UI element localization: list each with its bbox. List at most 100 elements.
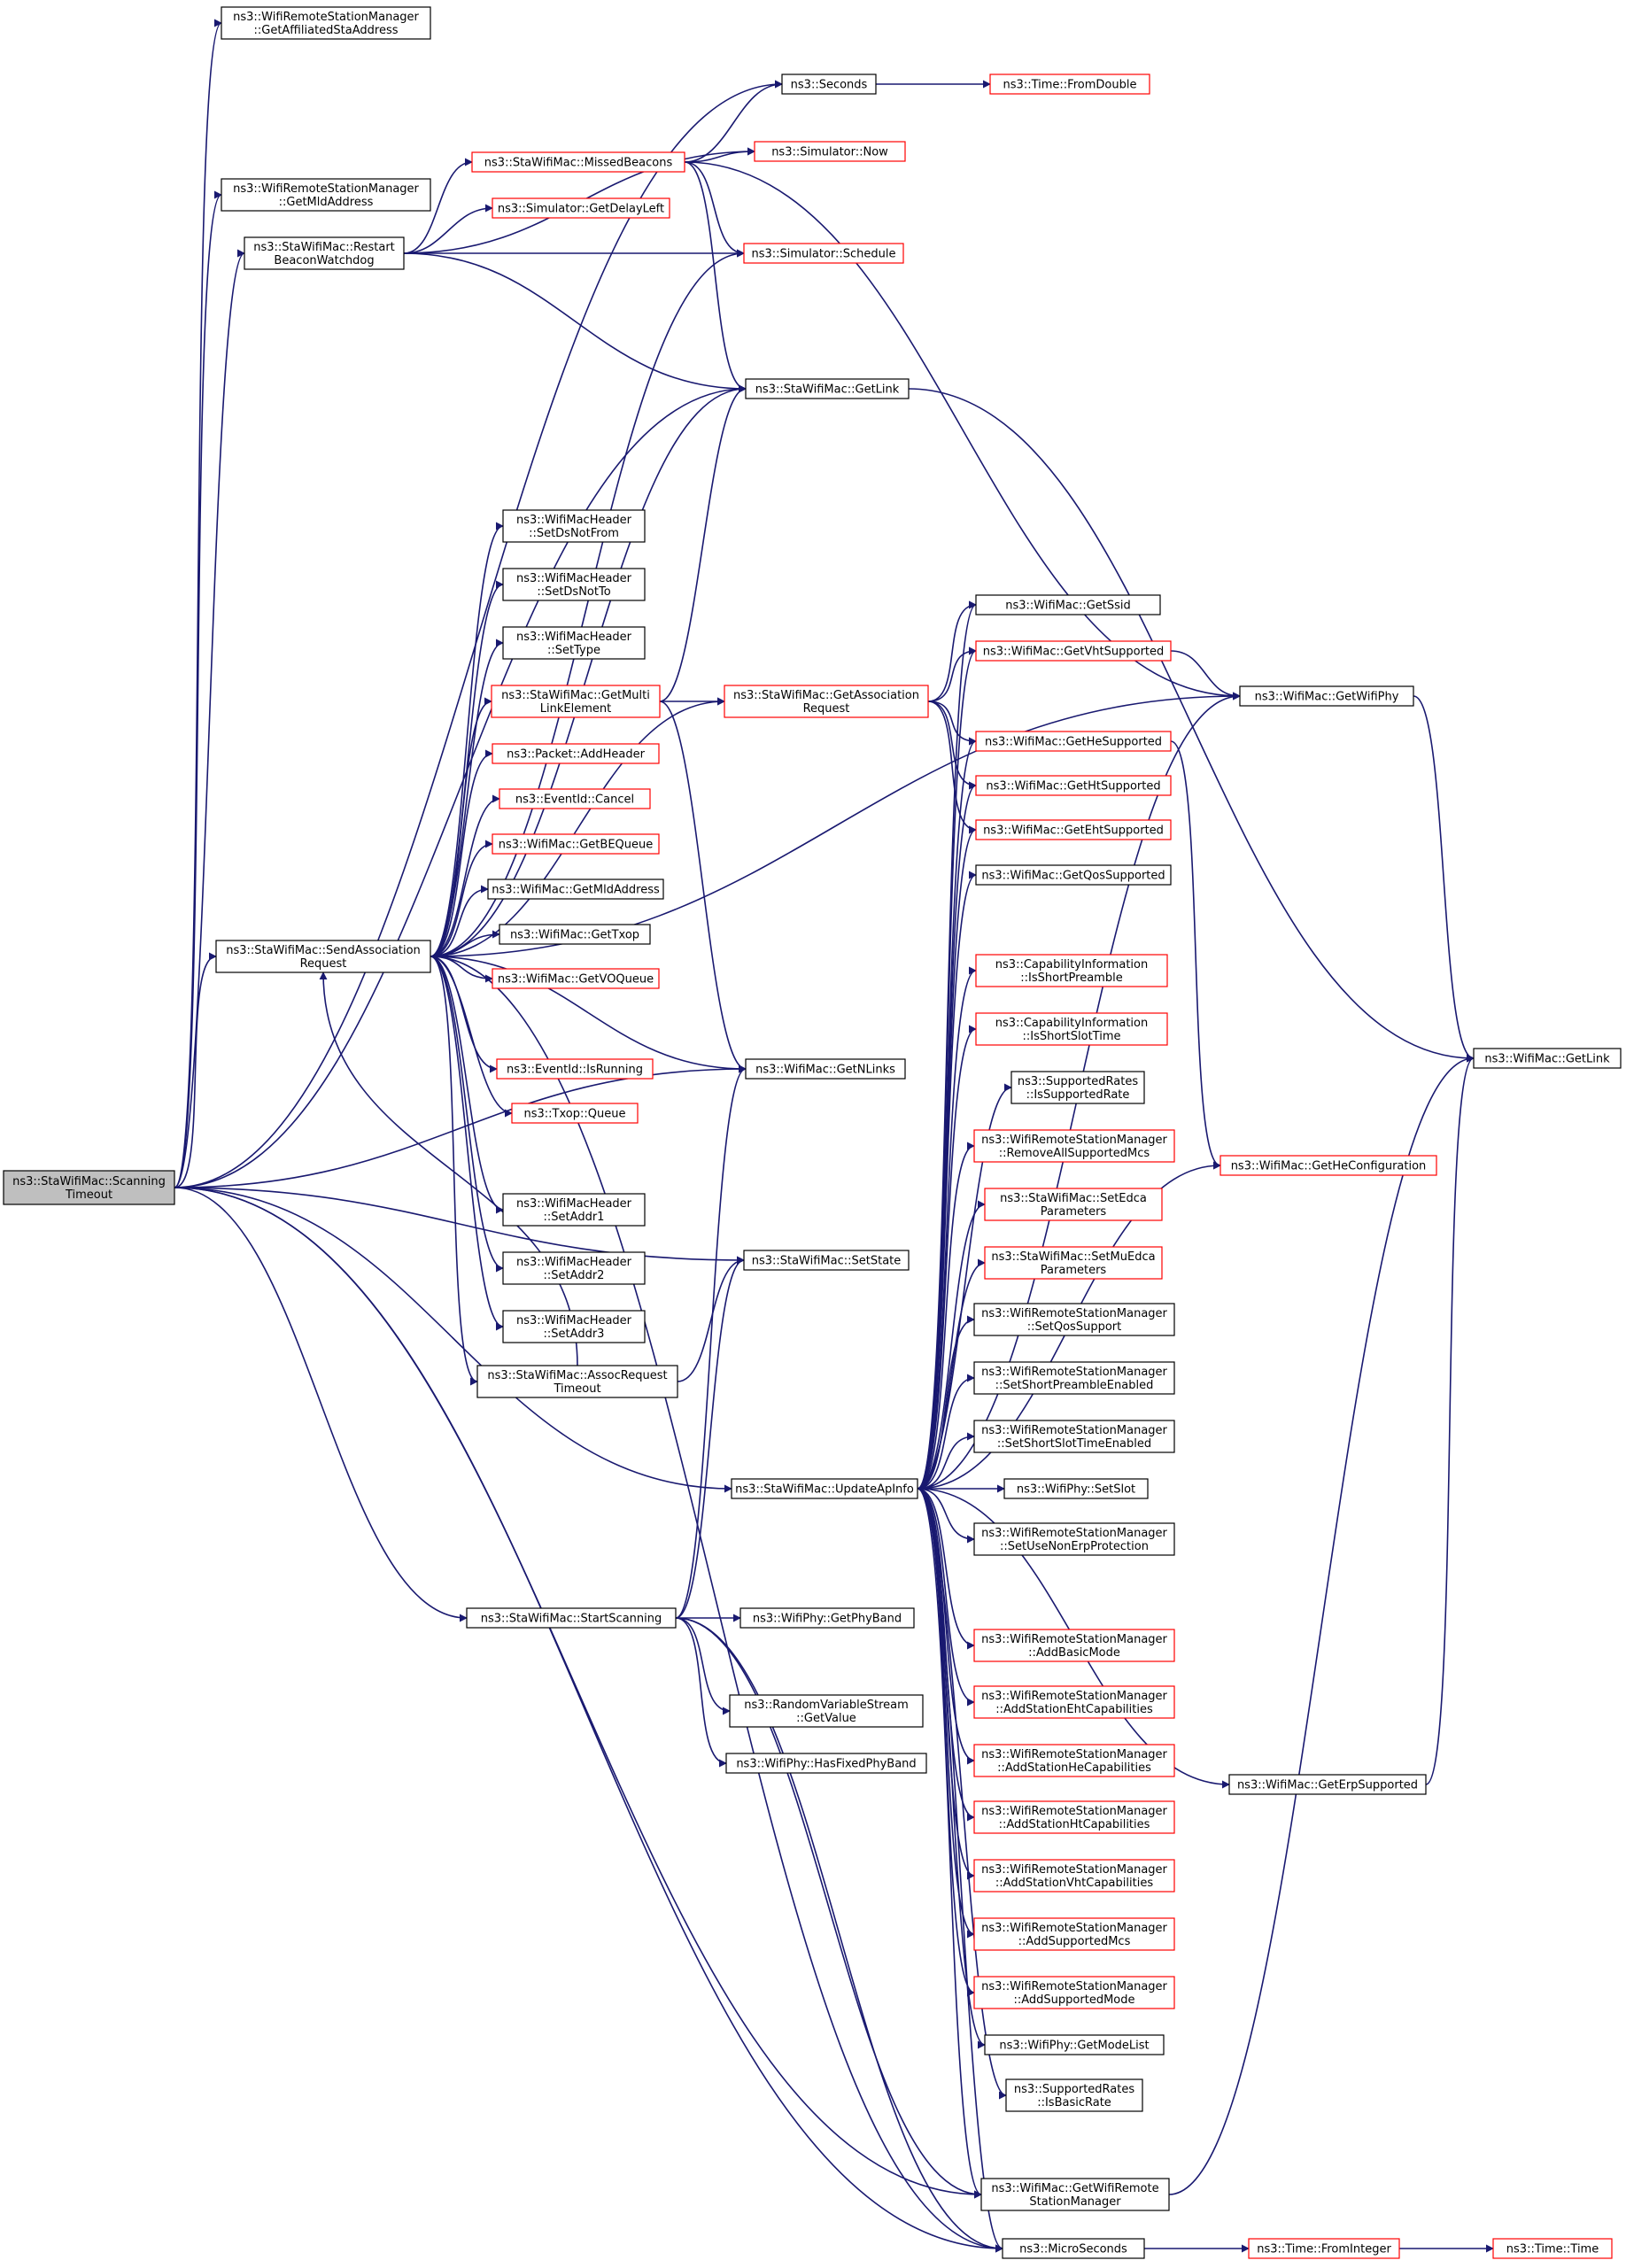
node-label: ns3::WifiPhy::GetPhyBand: [753, 1613, 902, 1626]
node-get-wifi-remote-station-manager[interactable]: ns3::WifiMac::GetWifiRemoteStationManage…: [980, 2178, 1170, 2211]
node-eventid-is-running[interactable]: ns3::EventId::IsRunning: [496, 1058, 654, 1080]
node-simulator-schedule[interactable]: ns3::Simulator::Schedule: [743, 243, 904, 264]
node-get-phy-band[interactable]: ns3::WifiPhy::GetPhyBand: [739, 1607, 915, 1629]
node-set-short-slot-time-enabled[interactable]: ns3::WifiRemoteStationManager::SetShortS…: [973, 1420, 1175, 1453]
node-set-ds-not-to[interactable]: ns3::WifiMacHeader::SetDsNotTo: [502, 568, 646, 601]
node-label: ns3::WifiMac::GetWifiPhy: [1255, 691, 1399, 704]
node-add-basic-mode[interactable]: ns3::WifiRemoteStationManager::AddBasicM…: [973, 1629, 1175, 1662]
node-get-he-supported[interactable]: ns3::WifiMac::GetHeSupported: [975, 731, 1172, 752]
node-set-use-non-erp-protection[interactable]: ns3::WifiRemoteStationManager::SetUseNon…: [973, 1522, 1175, 1556]
node-set-ds-not-from[interactable]: ns3::WifiMacHeader::SetDsNotFrom: [502, 509, 646, 543]
node-simulator-now[interactable]: ns3::Simulator::Now: [754, 141, 906, 162]
node-box: [973, 1859, 1175, 1893]
node-is-short-preamble[interactable]: ns3::CapabilityInformation::IsShortPream…: [975, 954, 1168, 987]
node-box: [1220, 1155, 1437, 1176]
node-add-supported-mcs[interactable]: ns3::WifiRemoteStationManager::AddSuppor…: [973, 1917, 1175, 1951]
node-time-from-integer[interactable]: ns3::Time::FromInteger: [1248, 2238, 1400, 2259]
node-get-he-configuration[interactable]: ns3::WifiMac::GetHeConfiguration: [1220, 1155, 1437, 1176]
node-set-short-preamble-enabled[interactable]: ns3::WifiRemoteStationManager::SetShortP…: [973, 1361, 1175, 1395]
node-time-from-double[interactable]: ns3::Time::FromDouble: [989, 74, 1150, 95]
node-missed-beacons[interactable]: ns3::StaWifiMac::MissedBeacons: [471, 151, 685, 173]
node-set-addr3[interactable]: ns3::WifiMacHeader::SetAddr3: [502, 1310, 646, 1343]
node-label: ns3::WifiMacHeader: [516, 631, 632, 644]
node-label: ns3::SupportedRates: [1018, 1075, 1138, 1088]
node-get-vo-queue[interactable]: ns3::WifiMac::GetVOQueue: [492, 968, 660, 989]
node-label: Timeout: [553, 1382, 600, 1396]
node-add-supported-mode[interactable]: ns3::WifiRemoteStationManager::AddSuppor…: [973, 1976, 1175, 2009]
node-get-n-links[interactable]: ns3::WifiMac::GetNLinks: [745, 1058, 906, 1080]
node-add-station-ht-capabilities[interactable]: ns3::WifiRemoteStationManager::AddStatio…: [973, 1800, 1175, 1834]
node-add-station-he-capabilities[interactable]: ns3::WifiRemoteStationManager::AddStatio…: [973, 1744, 1175, 1777]
node-txop-queue[interactable]: ns3::Txop::Queue: [511, 1103, 639, 1124]
call-edge-sta_get_link-to-mac_get_link: [908, 388, 1475, 1063]
node-get-erp-supported[interactable]: ns3::WifiMac::GetErpSupported: [1228, 1774, 1427, 1795]
node-random-variable-get-value[interactable]: ns3::RandomVariableStream::GetValue: [729, 1694, 924, 1728]
node-is-basic-rate[interactable]: ns3::SupportedRates::IsBasicRate: [1005, 2078, 1143, 2112]
call-edge-update_ap_info-to-add_station_eht_capabilities: [917, 1488, 975, 1707]
node-seconds[interactable]: ns3::Seconds: [781, 74, 877, 95]
node-add-station-eht-capabilities[interactable]: ns3::WifiRemoteStationManager::AddStatio…: [973, 1685, 1175, 1719]
node-get-ssid[interactable]: ns3::WifiMac::GetSsid: [975, 594, 1161, 615]
node-update-ap-info[interactable]: ns3::StaWifiMac::UpdateApInfo: [731, 1478, 918, 1499]
node-box: [502, 1193, 646, 1227]
node-has-fixed-phy-band[interactable]: ns3::WifiPhy::HasFixedPhyBand: [725, 1753, 927, 1774]
node-box: [973, 1744, 1175, 1777]
call-edge-restart_beacon_watchdog-to-simulator_get_delay_left: [403, 204, 493, 254]
node-label: ns3::WifiRemoteStationManager: [981, 1748, 1167, 1761]
node-label: ns3::WifiRemoteStationManager: [981, 1134, 1167, 1147]
node-packet-add-header[interactable]: ns3::Packet::AddHeader: [492, 743, 660, 764]
node-set-qos-support[interactable]: ns3::WifiRemoteStationManager::SetQosSup…: [973, 1303, 1175, 1336]
node-get-be-queue[interactable]: ns3::WifiMac::GetBEQueue: [492, 833, 660, 855]
node-set-type[interactable]: ns3::WifiMacHeader::SetType: [502, 626, 646, 660]
node-get-ht-supported[interactable]: ns3::WifiMac::GetHtSupported: [975, 775, 1172, 796]
node-label: ns3::WifiMac::GetEhtSupported: [983, 824, 1164, 838]
call-edge-scanning_timeout-to-micro_seconds: [174, 1187, 1003, 2253]
node-add-station-vht-capabilities[interactable]: ns3::WifiRemoteStationManager::AddStatio…: [973, 1859, 1175, 1893]
node-time-time[interactable]: ns3::Time::Time: [1492, 2238, 1613, 2259]
node-get-eht-supported[interactable]: ns3::WifiMac::GetEhtSupported: [975, 819, 1172, 840]
call-edge-get_erp_supported-to-mac_get_link: [1425, 1054, 1475, 1785]
node-rsm-get-mld-address[interactable]: ns3::WifiRemoteStationManager::GetMldAdd…: [221, 178, 431, 212]
node-label: ns3::WifiMac::GetHeConfiguration: [1231, 1160, 1427, 1173]
node-sta-get-link[interactable]: ns3::StaWifiMac::GetLink: [745, 378, 910, 399]
call-edge-missed_beacons-to-get_wifi_phy: [684, 161, 1241, 701]
node-remove-all-supported-mcs[interactable]: ns3::WifiRemoteStationManager::RemoveAll…: [973, 1129, 1175, 1163]
node-get-qos-supported[interactable]: ns3::WifiMac::GetQosSupported: [975, 864, 1172, 886]
node-label: ns3::WifiMac::GetVhtSupported: [983, 646, 1165, 659]
call-edge-get_multi_link_element-to-get_n_links: [659, 701, 747, 1073]
call-edge-scanning_timeout-to-get_n_links: [174, 1064, 747, 1188]
node-get-vht-supported[interactable]: ns3::WifiMac::GetVhtSupported: [975, 640, 1172, 662]
node-get-txop[interactable]: ns3::WifiMac::GetTxop: [499, 924, 651, 945]
node-mac-get-link[interactable]: ns3::WifiMac::GetLink: [1473, 1048, 1622, 1069]
node-micro-seconds[interactable]: ns3::MicroSeconds: [1002, 2238, 1145, 2259]
node-eventid-cancel[interactable]: ns3::EventId::Cancel: [499, 788, 651, 809]
node-get-wifi-phy[interactable]: ns3::WifiMac::GetWifiPhy: [1239, 685, 1414, 707]
node-box: [725, 1753, 927, 1774]
node-set-addr1[interactable]: ns3::WifiMacHeader::SetAddr1: [502, 1193, 646, 1227]
node-mac-get-mld-address[interactable]: ns3::WifiMac::GetMldAddress: [487, 879, 664, 900]
node-label: ::SetShortPreambleEnabled: [995, 1379, 1154, 1392]
call-edge-update_ap_info-to-set_qos_support: [917, 1315, 975, 1490]
node-get-mode-list[interactable]: ns3::WifiPhy::GetModeList: [984, 2034, 1165, 2055]
node-box: [989, 74, 1150, 95]
node-simulator-get-delay-left[interactable]: ns3::Simulator::GetDelayLeft: [492, 197, 670, 219]
node-is-supported-rate[interactable]: ns3::SupportedRates::IsSupportedRate: [1010, 1071, 1145, 1104]
node-phy-set-slot[interactable]: ns3::WifiPhy::SetSlot: [1003, 1478, 1149, 1499]
call-edge-send_association_request-to-get_association_request: [430, 697, 725, 957]
node-get-affiliated-sta-address[interactable]: ns3::WifiRemoteStationManager::GetAffili…: [221, 6, 431, 40]
node-label: ns3::Txop::Queue: [524, 1108, 626, 1121]
node-set-state[interactable]: ns3::StaWifiMac::SetState: [743, 1250, 910, 1271]
node-set-addr2[interactable]: ns3::WifiMacHeader::SetAddr2: [502, 1251, 646, 1285]
node-is-short-slot-time[interactable]: ns3::CapabilityInformation::IsShortSlotT…: [975, 1012, 1168, 1046]
node-label: ::SetAddr2: [544, 1269, 605, 1282]
node-start-scanning[interactable]: ns3::StaWifiMac::StartScanning: [466, 1607, 677, 1629]
call-edge-send_association_request-to-get_multi_link_element: [430, 697, 492, 957]
